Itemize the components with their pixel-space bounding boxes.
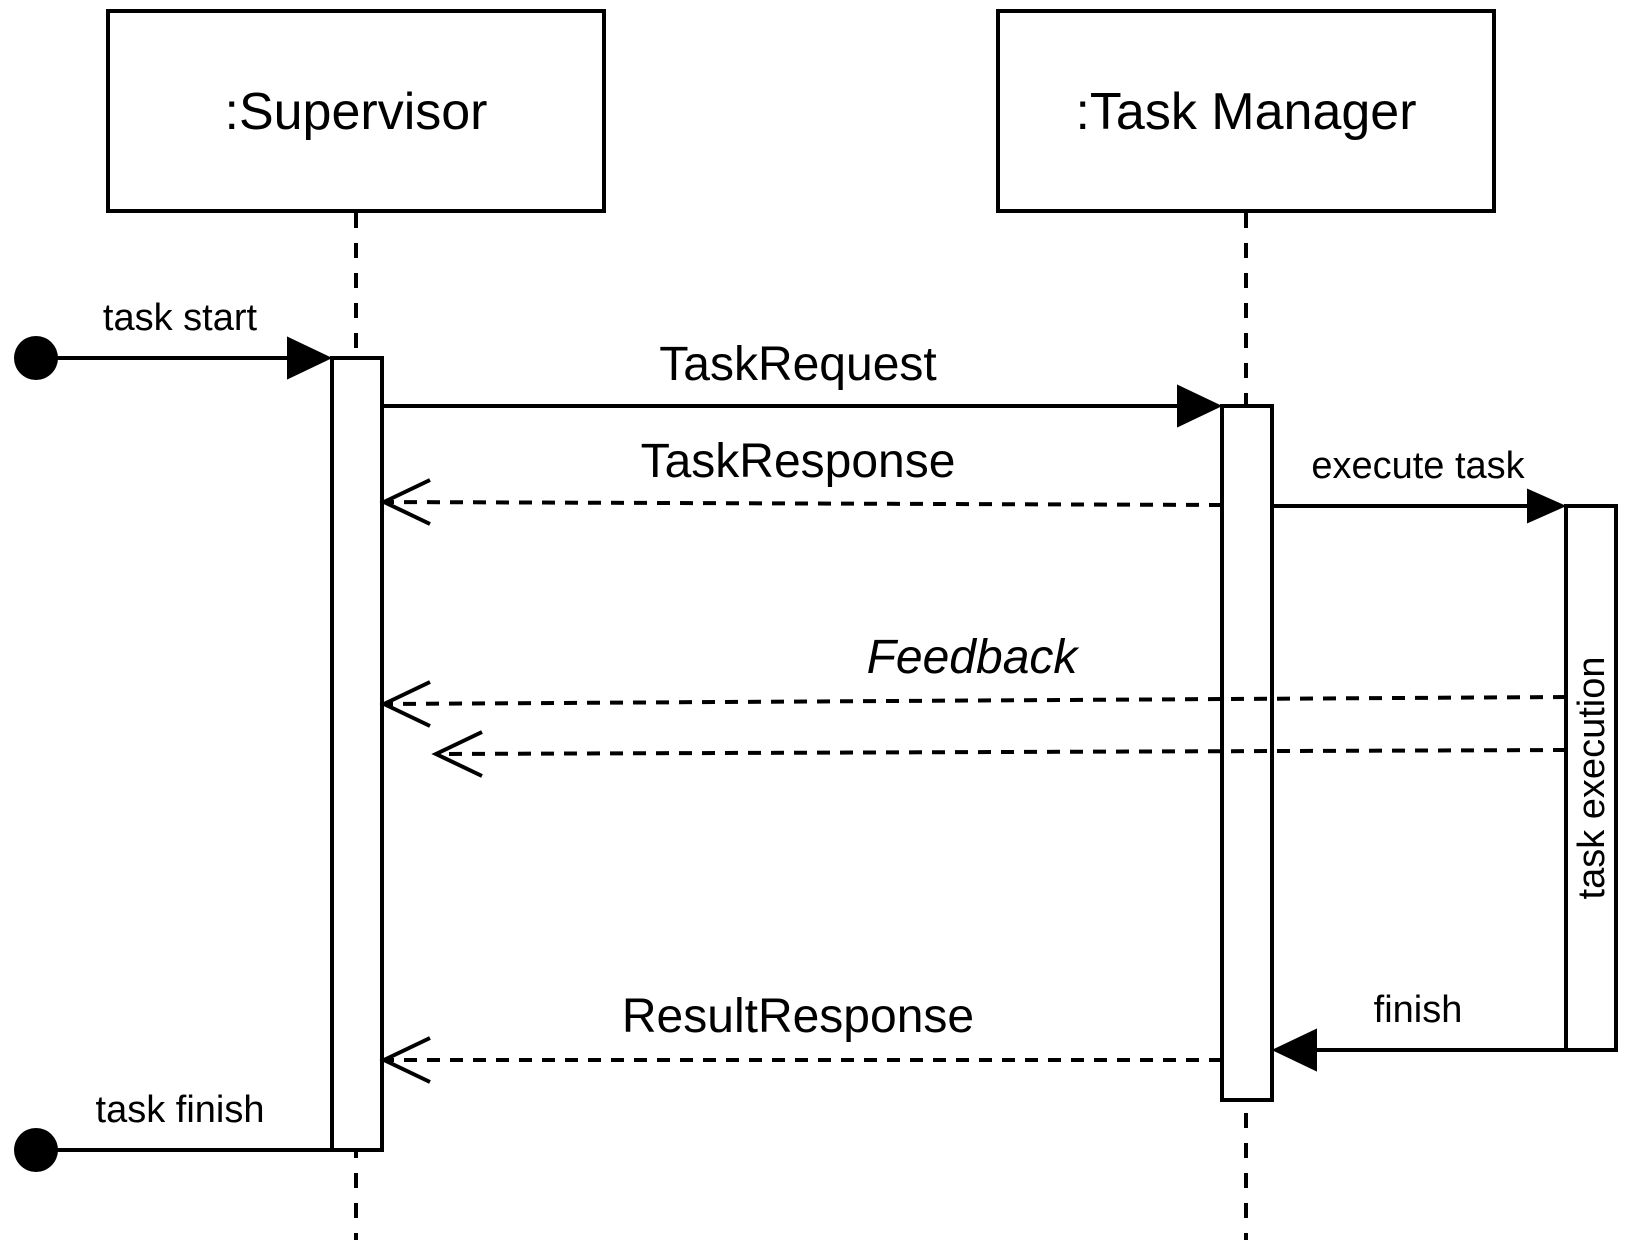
participant-supervisor[interactable]: :Supervisor: [106, 9, 606, 213]
feedback-repeat-line: [437, 748, 1567, 756]
task-request-arrowhead: [1177, 384, 1223, 428]
participant-supervisor-box: [106, 9, 606, 213]
result-response-arrowhead: [379, 1036, 431, 1084]
result-response-label: ResultResponse: [622, 990, 974, 1043]
participant-supervisor-label: :Supervisor: [225, 83, 488, 141]
task-start-arrowhead: [287, 336, 333, 380]
message-task-request[interactable]: TaskRequest: [382, 338, 1223, 428]
activation-task-execution[interactable]: [1564, 504, 1618, 1052]
message-task-start[interactable]: task start: [14, 297, 333, 380]
activation-supervisor[interactable]: [330, 356, 384, 1152]
feedback-arrowhead: [379, 680, 431, 728]
message-finish[interactable]: finish: [1271, 989, 1566, 1072]
feedback-label: Feedback: [867, 631, 1081, 684]
message-task-finish[interactable]: task finish: [14, 1089, 332, 1172]
participant-task-manager-box: [996, 9, 1496, 213]
task-request-label: TaskRequest: [659, 338, 936, 391]
feedback-repeat-arrowhead: [431, 730, 483, 778]
task-response-arrowhead: [379, 478, 431, 526]
message-feedback[interactable]: Feedback: [379, 631, 1567, 728]
finish-arrowhead: [1271, 1028, 1317, 1072]
execute-task-label: execute task: [1311, 445, 1525, 487]
task-response-line: [385, 500, 1223, 507]
participant-task-manager[interactable]: :Task Manager: [996, 9, 1496, 213]
execute-task-arrowhead: [1527, 488, 1567, 524]
message-task-response[interactable]: TaskResponse: [379, 435, 1223, 526]
feedback-line: [385, 695, 1567, 706]
message-result-response[interactable]: ResultResponse: [379, 990, 1222, 1084]
finish-endpoint-dot: [14, 1128, 58, 1172]
message-feedback-repeat[interactable]: [431, 730, 1567, 778]
task-response-label: TaskResponse: [641, 435, 956, 488]
participant-task-manager-label: :Task Manager: [1075, 83, 1416, 141]
task-start-label: task start: [103, 297, 258, 339]
message-execute-task[interactable]: execute task: [1272, 445, 1567, 524]
task-execution-label: task execution: [1571, 657, 1613, 900]
task-finish-label: task finish: [96, 1089, 265, 1131]
finish-label: finish: [1374, 989, 1463, 1031]
